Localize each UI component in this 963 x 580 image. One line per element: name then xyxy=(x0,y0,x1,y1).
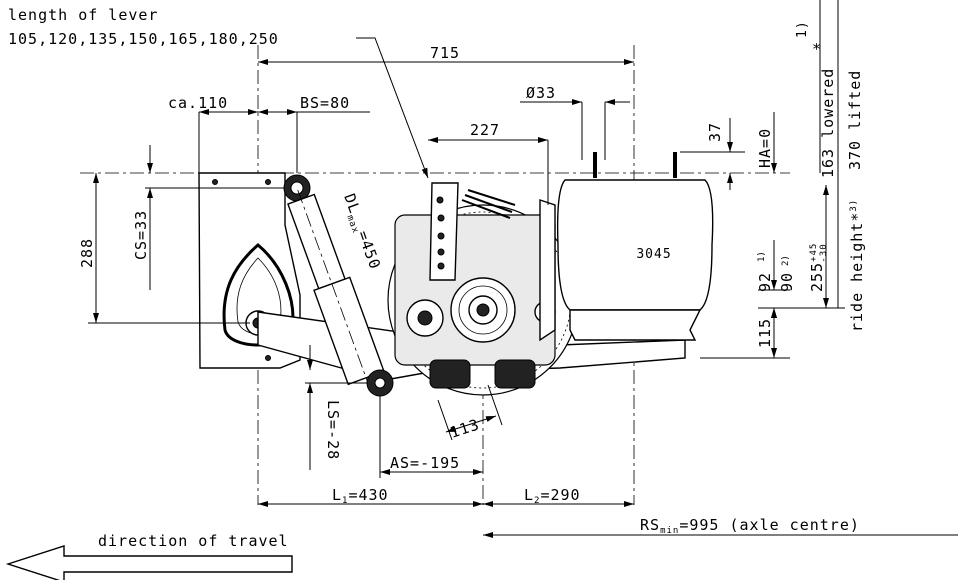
dim-phi33: Ø33 xyxy=(526,84,556,102)
dim-715: 715 xyxy=(430,44,460,62)
axle-brake-assembly xyxy=(387,199,579,396)
lever-leader xyxy=(356,37,429,179)
ride-height-label: ride height*3) xyxy=(848,199,866,332)
dim-l2: L2=290 xyxy=(524,486,581,506)
lever-length-title: length of lever xyxy=(8,6,158,24)
direction-of-travel: direction of travel xyxy=(5,532,293,580)
suspension-assembly: 3045 xyxy=(80,45,790,505)
airbag-type-label: 3045 xyxy=(636,247,671,262)
note-star-1: 1) xyxy=(795,20,810,38)
dim-ha: HA=0 xyxy=(756,128,774,168)
dim-90: 90 xyxy=(778,272,796,292)
dim-lifted: 370 lifted xyxy=(846,70,864,170)
dim-ride-255: 255+45-30 xyxy=(808,243,829,292)
dim-rs: RSmin=995 (axle centre) xyxy=(640,516,860,536)
direction-arrow-icon xyxy=(5,545,293,580)
lever-length-values: 105,120,135,150,165,180,250 xyxy=(8,30,279,48)
dim-ca110: ca.110 xyxy=(168,94,228,112)
dim-l1: L1=430 xyxy=(332,486,389,506)
note-1b: 1) xyxy=(757,251,767,262)
lever xyxy=(429,182,516,281)
dim-113: 113 xyxy=(448,415,482,441)
direction-label: direction of travel xyxy=(98,532,289,550)
dim-115: 115 xyxy=(756,318,774,348)
dim-37: 37 xyxy=(706,122,724,142)
note-2b: 2) xyxy=(781,255,791,266)
dim-dl: DLmax=450 xyxy=(337,191,384,273)
dimensions: length of lever 105,120,135,150,165,180,… xyxy=(8,0,958,538)
dim-ls: LS=-28 xyxy=(324,400,342,460)
air-spring: 3045 xyxy=(556,152,714,341)
dim-bs: BS=80 xyxy=(300,94,350,112)
dim-lowered: 163 lowered xyxy=(819,68,837,178)
dim-92: 92 xyxy=(756,272,774,292)
dim-as: AS=-195 xyxy=(390,454,460,472)
note-star: * xyxy=(812,40,822,58)
dim-cs: CS=33 xyxy=(132,210,150,260)
shock-absorber xyxy=(287,189,385,386)
dim-227: 227 xyxy=(470,121,500,139)
dim-288: 288 xyxy=(78,238,96,268)
